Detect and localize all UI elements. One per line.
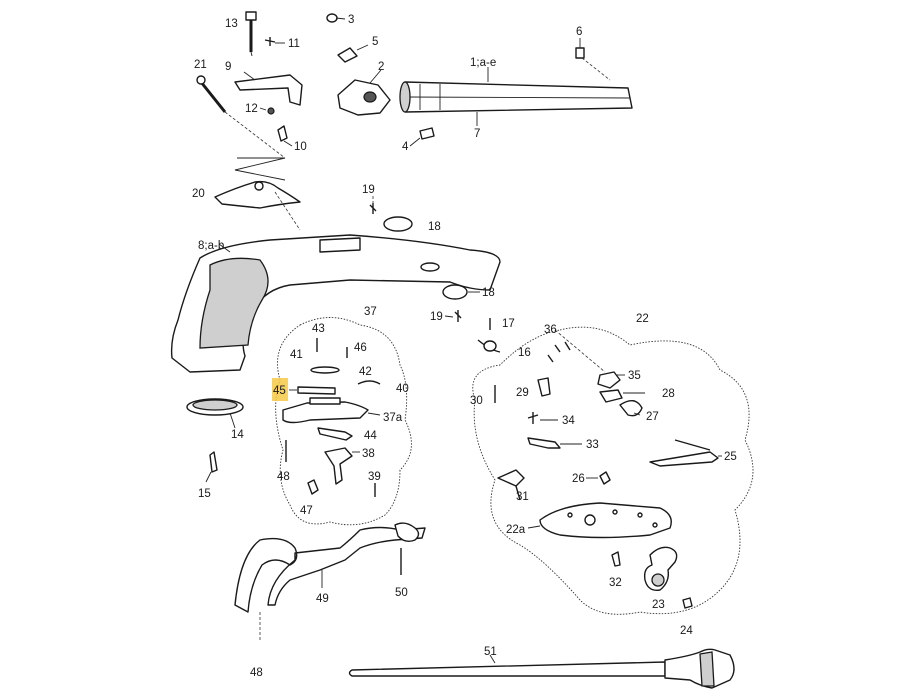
side-plate xyxy=(214,180,301,209)
label-part-39: 39 xyxy=(368,471,381,483)
tang-bracket xyxy=(234,74,303,106)
label-part-12: 12 xyxy=(245,103,258,115)
label-part-50: 50 xyxy=(395,587,408,599)
label-part-36: 36 xyxy=(544,324,557,336)
zigzag-connector xyxy=(234,157,286,181)
label-part-11: 11 xyxy=(288,38,300,50)
mainspring xyxy=(649,439,719,467)
label-part-22a: 22a xyxy=(506,524,526,536)
label-part-30: 30 xyxy=(470,395,483,407)
trigger-guard xyxy=(234,526,426,613)
label-part-2: 2 xyxy=(378,61,384,73)
label-part-37: 37 xyxy=(364,306,377,318)
label-part-19b: 19 xyxy=(430,311,443,323)
label-part-27: 27 xyxy=(646,411,659,423)
label-part-28: 28 xyxy=(662,388,675,400)
label-part-10: 10 xyxy=(294,141,307,153)
label-part-31: 31 xyxy=(516,491,529,503)
label-part-5: 5 xyxy=(372,36,378,48)
label-part-13: 13 xyxy=(225,18,238,30)
label-part-47: 47 xyxy=(300,505,313,517)
label-part-1: 1;a-e xyxy=(470,57,496,69)
trigger-group-outline xyxy=(275,317,412,526)
label-part-33: 33 xyxy=(586,439,599,451)
label-part-41: 41 xyxy=(290,349,303,361)
label-part-32: 32 xyxy=(609,577,622,589)
label-part-34: 34 xyxy=(562,415,575,427)
label-part-14: 14 xyxy=(231,429,244,441)
highlight-marker-45 xyxy=(272,378,288,401)
ramrod xyxy=(348,661,666,677)
label-part-17: 17 xyxy=(502,318,515,330)
label-part-26: 26 xyxy=(572,473,585,485)
label-part-7: 7 xyxy=(474,128,480,140)
label-part-23: 23 xyxy=(652,599,665,611)
label-part-38: 38 xyxy=(362,448,375,460)
label-part-19a: 19 xyxy=(362,184,375,196)
label-part-16: 16 xyxy=(518,347,531,359)
label-part-24: 24 xyxy=(680,625,693,637)
label-part-18a: 18 xyxy=(428,221,441,233)
lock-plate xyxy=(539,502,672,539)
label-part-21: 21 xyxy=(194,59,207,71)
label-part-43: 43 xyxy=(312,323,325,335)
label-part-44: 44 xyxy=(364,430,377,442)
label-part-49: 49 xyxy=(316,593,329,605)
label-part-15: 15 xyxy=(198,488,211,500)
label-part-48b: 48 xyxy=(250,667,263,679)
label-part-42: 42 xyxy=(359,366,372,378)
label-part-8: 8;a-b xyxy=(198,240,224,252)
label-part-29: 29 xyxy=(516,387,529,399)
label-part-48a: 48 xyxy=(277,471,290,483)
label-part-35: 35 xyxy=(628,370,641,382)
label-part-4: 4 xyxy=(402,141,409,153)
label-part-6: 6 xyxy=(576,26,582,38)
label-part-46: 46 xyxy=(354,342,367,354)
lock-assembly-outline xyxy=(472,326,754,615)
label-part-18b: 18 xyxy=(482,287,495,299)
label-part-3: 3 xyxy=(348,14,354,26)
sear-spring-plate xyxy=(282,401,369,424)
label-part-20: 20 xyxy=(192,188,205,200)
label-part-40: 40 xyxy=(396,383,409,395)
label-part-22: 22 xyxy=(636,313,649,325)
label-part-45: 45 xyxy=(273,385,286,397)
label-part-25: 25 xyxy=(724,451,737,463)
label-part-9: 9 xyxy=(225,61,231,73)
label-part-51: 51 xyxy=(484,646,497,658)
label-part-37a: 37a xyxy=(383,412,403,424)
